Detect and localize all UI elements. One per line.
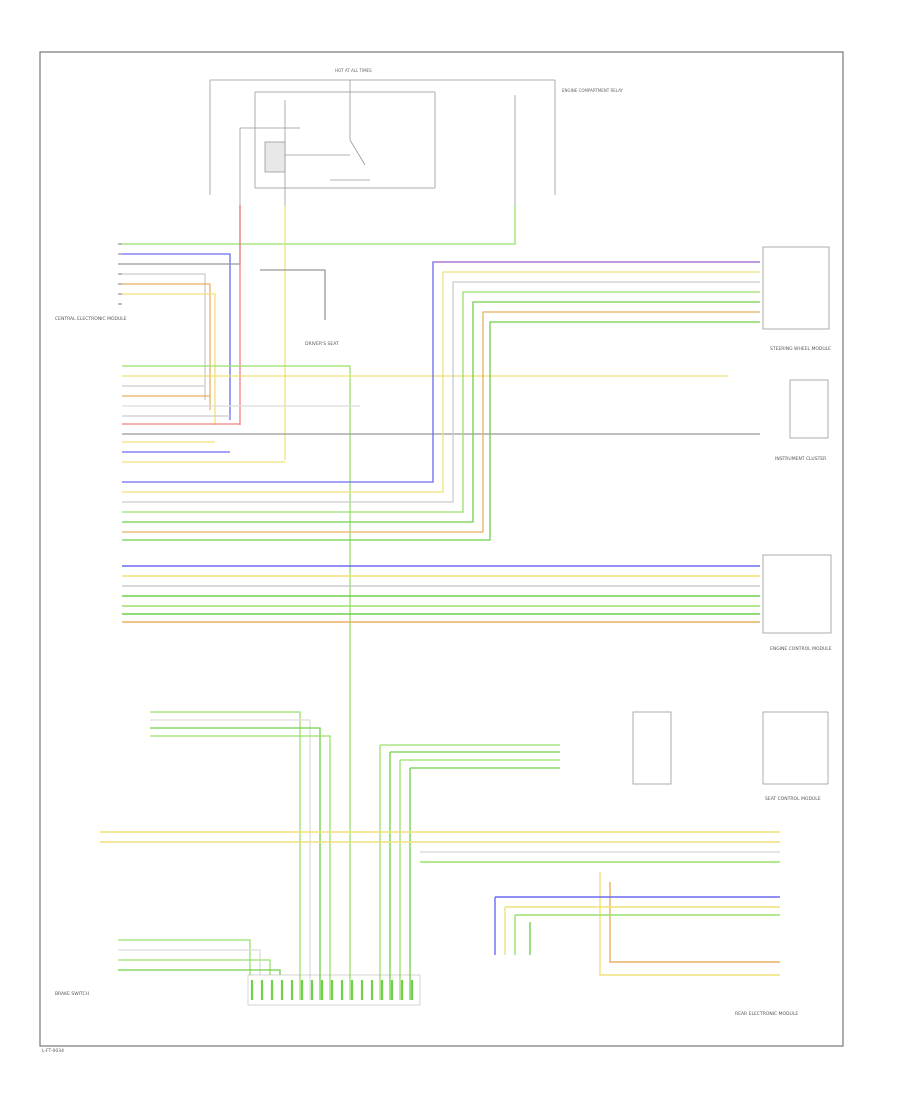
fuse-box-label: HOT AT ALL TIMES — [335, 68, 372, 73]
instrument-harness — [118, 939, 281, 975]
splice-pins — [250, 980, 414, 1000]
rear-module-label: REAR ELECTRONIC MODULE — [735, 1011, 798, 1017]
left-pin-labels — [118, 243, 122, 305]
brake-label: INSTRUMENT CLUSTER — [775, 456, 826, 462]
steering-label: STEERING WHEEL MODULE — [770, 346, 831, 352]
cem-label: CENTRAL ELECTRONIC MODULE — [55, 316, 127, 322]
splice-harness — [150, 711, 560, 1000]
lower-yellow-bus — [100, 831, 780, 976]
brake-box — [789, 379, 829, 439]
ecm-harness — [122, 565, 760, 623]
middle-harness — [122, 365, 760, 1000]
ecm-box — [762, 554, 832, 634]
seat-module-box — [632, 711, 672, 785]
fuse-box-area — [209, 79, 556, 205]
splice-pack — [247, 974, 421, 1006]
engine-relay-label: ENGINE COMPARTMENT RELAY — [562, 88, 624, 93]
tuner-harness — [122, 261, 760, 541]
seat-module-label: SEAT CONTROL MODULE — [765, 796, 821, 802]
driver-seat-label: DRIVER'S SEAT — [305, 341, 339, 347]
seat-control-box — [762, 711, 829, 785]
instrument-label: BRAKE SWITCH — [55, 991, 89, 997]
ecm-label: ENGINE CONTROL MODULE — [770, 646, 832, 652]
diagram-frame — [39, 51, 844, 1047]
footer-code: L-FT-0034 — [42, 1048, 64, 1054]
upper-harness — [122, 205, 516, 460]
steering-module-box — [762, 246, 830, 330]
